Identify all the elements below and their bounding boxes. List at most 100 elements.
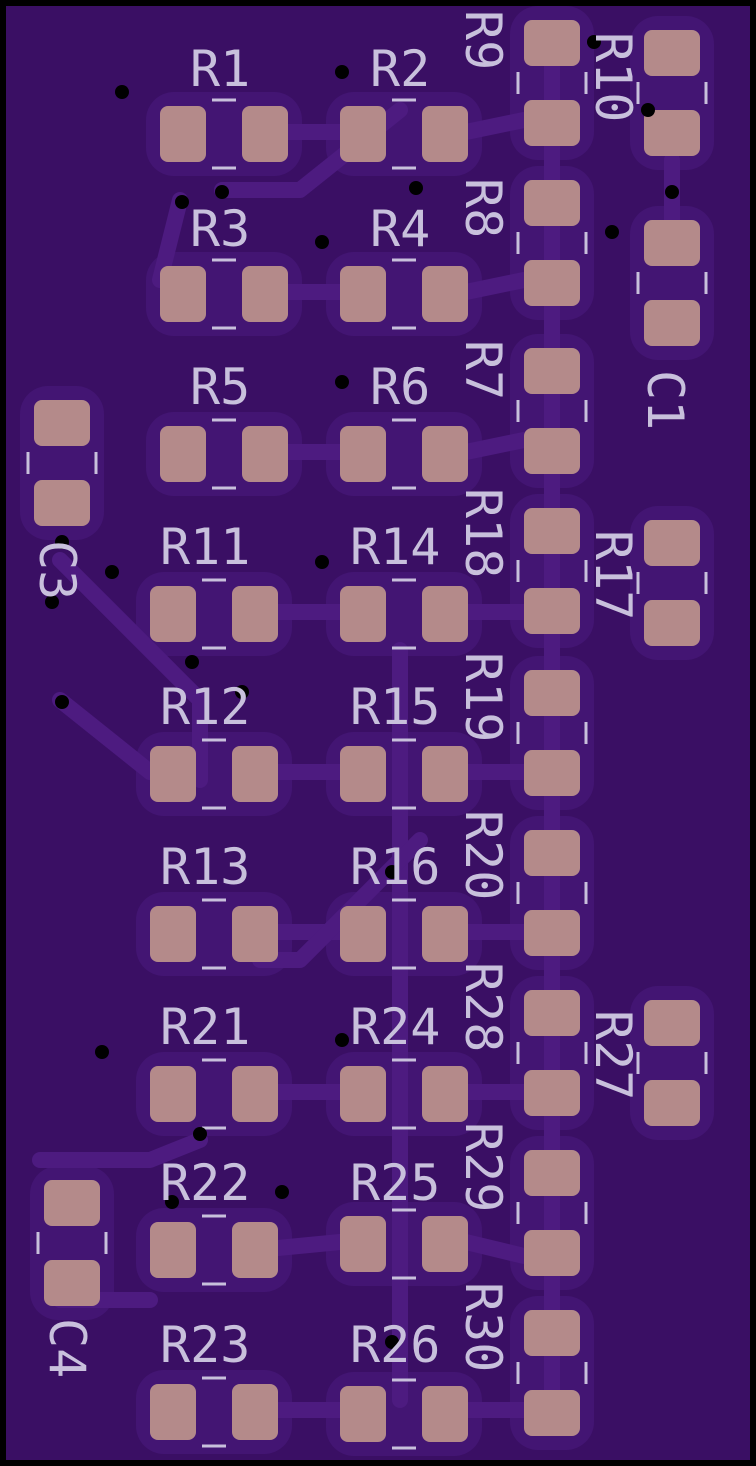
trace-17: [458, 1234, 532, 1264]
label-R14: R14: [350, 518, 440, 576]
via-17: [55, 695, 69, 709]
pad-R23-2: [232, 1384, 278, 1440]
label-R4: R4: [370, 200, 430, 258]
label-R6: R6: [370, 358, 430, 416]
label-R26: R26: [350, 1316, 440, 1374]
via-24: [385, 1335, 399, 1349]
label-R30: R30: [454, 1282, 512, 1372]
pad-R7-2: [524, 428, 580, 474]
label-R3: R3: [190, 200, 250, 258]
via-12: [105, 565, 119, 579]
via-4: [215, 185, 229, 199]
label-R2: R2: [370, 40, 430, 98]
pad-R14-1: [340, 586, 386, 642]
via-21: [193, 1127, 207, 1141]
pad-R2-1: [340, 106, 386, 162]
pad-R14-2: [422, 586, 468, 642]
pad-R4-1: [340, 266, 386, 322]
label-R17: R17: [584, 530, 642, 620]
pad-R15-2: [422, 746, 468, 802]
pad-R11-2: [232, 586, 278, 642]
pad-R1-1: [160, 106, 206, 162]
pad-R12-2: [232, 746, 278, 802]
pad-R15-1: [340, 746, 386, 802]
label-R29: R29: [454, 1122, 512, 1212]
label-C3: C3: [28, 540, 86, 600]
via-5: [175, 195, 189, 209]
label-R15: R15: [350, 678, 440, 736]
pad-R20-2: [524, 910, 580, 956]
via-6: [409, 181, 423, 195]
trace-20: [52, 692, 158, 780]
label-R10: R10: [584, 32, 642, 122]
pad-R9-2: [524, 100, 580, 146]
pad-R25-1: [340, 1216, 386, 1272]
label-C4: C4: [38, 1318, 96, 1378]
pad-C3-2: [34, 480, 90, 526]
pad-R6-1: [340, 426, 386, 482]
pad-R18-2: [524, 588, 580, 634]
via-9: [605, 225, 619, 239]
via-7: [665, 185, 679, 199]
label-R23: R23: [160, 1316, 250, 1374]
pad-R16-2: [422, 906, 468, 962]
via-8: [315, 235, 329, 249]
label-R24: R24: [350, 998, 440, 1056]
pad-R28-1: [524, 990, 580, 1036]
via-0: [115, 85, 129, 99]
pad-R2-2: [422, 106, 468, 162]
pad-R22-1: [150, 1222, 196, 1278]
label-R18: R18: [454, 488, 512, 578]
via-18: [385, 865, 399, 879]
pad-R4-2: [422, 266, 468, 322]
via-14: [315, 555, 329, 569]
via-22: [275, 1185, 289, 1199]
pad-C4-1: [44, 1180, 100, 1226]
trace-4: [458, 272, 532, 300]
trace-23: [152, 192, 188, 288]
via-10: [335, 375, 349, 389]
pad-R5-2: [242, 426, 288, 482]
component-pads: [34, 20, 700, 1442]
pad-R1-2: [242, 106, 288, 162]
pad-R6-2: [422, 426, 468, 482]
via-1: [335, 65, 349, 79]
label-R19: R19: [454, 652, 512, 742]
pad-R3-1: [160, 266, 206, 322]
via-16: [235, 685, 249, 699]
pad-C4-2: [44, 1260, 100, 1306]
via-23: [165, 1195, 179, 1209]
pad-R19-2: [524, 750, 580, 796]
pad-C3-1: [34, 400, 90, 446]
pad-R7-1: [524, 348, 580, 394]
via-11: [55, 535, 69, 549]
silkscreen-outlines: [26, 72, 708, 1450]
pad-R10-2: [644, 110, 700, 156]
trace-3: [458, 112, 532, 140]
pad-R3-2: [242, 266, 288, 322]
pad-R23-1: [150, 1384, 196, 1440]
trace-11: [270, 1234, 348, 1256]
pad-R10-1: [644, 30, 700, 76]
trace-5: [458, 432, 532, 460]
label-R27: R27: [584, 1010, 642, 1100]
pad-R26-1: [340, 1386, 386, 1442]
pad-R17-1: [644, 520, 700, 566]
trace-19: [52, 552, 208, 788]
pad-R24-1: [340, 1066, 386, 1122]
pad-R19-1: [524, 670, 580, 716]
pad-R5-1: [160, 426, 206, 482]
via-19: [95, 1045, 109, 1059]
pad-R29-2: [524, 1230, 580, 1276]
pad-R8-2: [524, 260, 580, 306]
pad-R29-1: [524, 1150, 580, 1196]
pad-R12-1: [150, 746, 196, 802]
pad-C1-1: [644, 220, 700, 266]
pad-R25-2: [422, 1216, 468, 1272]
pad-R8-1: [524, 180, 580, 226]
label-R9: R9: [454, 10, 512, 70]
label-R1: R1: [190, 40, 250, 98]
via-15: [185, 655, 199, 669]
